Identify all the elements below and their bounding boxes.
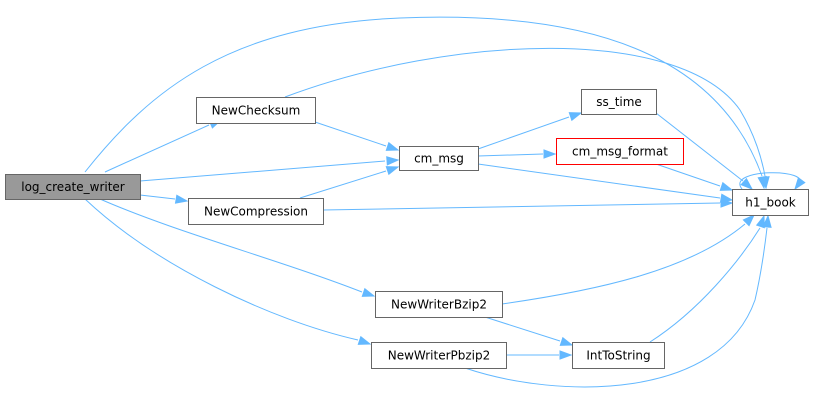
node-cm_msg[interactable]: cm_msg — [399, 146, 479, 171]
arrowhead-icon — [386, 156, 400, 166]
edge-line — [477, 116, 570, 150]
node-label: NewWriterPbzip2 — [388, 349, 491, 363]
edge-log_create_writer-to-NewWriterPbzip2 — [84, 198, 372, 345]
node-NewChecksum[interactable]: NewChecksum — [196, 97, 316, 124]
edge-NewChecksum-to-cm_msg — [314, 121, 400, 151]
arrowhead-icon — [559, 336, 574, 346]
edge-NewCompression-to-cm_msg — [299, 166, 400, 199]
arrowhead-icon — [385, 166, 400, 176]
edge-log_create_writer-to-cm_msg — [139, 156, 400, 182]
node-NewWriterBzip2[interactable]: NewWriterBzip2 — [375, 291, 503, 318]
edge-line — [655, 112, 744, 182]
edge-line — [84, 198, 359, 341]
edges-layer — [84, 16, 806, 388]
edge-IntToString-to-h1_book — [649, 214, 765, 343]
node-label: ss_time — [596, 95, 642, 109]
edge-cm_msg-to-ss_time — [477, 112, 583, 150]
arrowhead-icon — [568, 112, 583, 122]
node-label: cm_msg_format — [572, 145, 668, 159]
arrowhead-icon — [559, 350, 573, 360]
node-label: IntToString — [586, 349, 650, 363]
edge-line — [501, 223, 746, 305]
arrowhead-icon — [174, 194, 189, 204]
nodes-layer: log_create_writer NewChecksum cm_msg ss_tim… — [5, 89, 809, 369]
arrowhead-icon — [755, 214, 765, 229]
edge-line — [299, 170, 387, 199]
arrowhead-icon — [760, 176, 770, 190]
node-box[interactable] — [371, 342, 507, 369]
edge-line — [284, 47, 766, 177]
edge-line — [84, 16, 763, 177]
node-h1_book[interactable]: h1_book — [732, 189, 809, 216]
arrowhead-icon — [719, 181, 734, 191]
edge-cm_msg-to-h1_book — [477, 163, 734, 203]
arrowhead-icon — [385, 141, 400, 151]
edge-ss_time-to-h1_book — [655, 112, 754, 190]
edge-line — [655, 163, 721, 187]
node-IntToString[interactable]: IntToString — [572, 342, 665, 369]
edge-NewWriterPbzip2-to-IntToString — [506, 350, 573, 360]
node-label: log_create_writer — [21, 180, 125, 194]
edge-line — [99, 198, 363, 293]
node-label: NewCompression — [204, 205, 308, 219]
edge-line — [322, 202, 721, 211]
edge-NewWriterPbzip2-to-h1_book — [464, 214, 772, 388]
edge-NewWriterBzip2-to-IntToString — [484, 316, 574, 346]
arrowhead-icon — [762, 214, 772, 228]
node-NewCompression[interactable]: NewCompression — [188, 198, 324, 225]
arrowhead-icon — [740, 177, 754, 190]
arrowhead-icon — [720, 198, 734, 208]
node-NewWriterPbzip2[interactable]: NewWriterPbzip2 — [371, 342, 507, 369]
arrowhead-icon — [543, 149, 557, 159]
node-label: NewChecksum — [212, 104, 301, 118]
node-box[interactable] — [581, 89, 657, 115]
edge-line — [314, 121, 387, 147]
node-box[interactable] — [196, 97, 316, 124]
edge-line — [477, 163, 721, 199]
node-box[interactable] — [188, 198, 324, 225]
node-box[interactable] — [399, 146, 479, 171]
node-box[interactable] — [556, 138, 684, 165]
edge-NewChecksum-to-h1_book — [284, 47, 770, 190]
edge-log_create_writer-to-NewChecksum — [104, 119, 223, 173]
node-cm_msg_format[interactable]: cm_msg_format — [556, 138, 684, 165]
edge-NewCompression-to-h1_book — [322, 198, 734, 211]
edge-line — [649, 227, 761, 343]
edge-h1_book-to-h1_book — [739, 172, 806, 191]
edge-line — [464, 227, 768, 388]
node-label: cm_msg — [414, 152, 464, 166]
edge-cm_msg-to-cm_msg_format — [477, 149, 557, 159]
arrowhead-icon — [361, 287, 376, 297]
node-log_create_writer[interactable]: log_create_writer — [5, 174, 141, 200]
node-ss_time[interactable]: ss_time — [581, 89, 657, 115]
node-box[interactable] — [732, 189, 809, 216]
edge-log_create_writer-to-NewCompression — [139, 194, 189, 204]
edge-line — [139, 194, 176, 200]
node-label: NewWriterBzip2 — [391, 298, 487, 312]
edge-line — [477, 153, 544, 157]
node-box[interactable] — [5, 174, 141, 200]
node-box[interactable] — [572, 342, 665, 369]
arrowhead-icon — [794, 176, 806, 191]
edge-line — [139, 160, 386, 182]
arrowhead-icon — [742, 213, 756, 227]
arrowhead-icon — [357, 335, 372, 345]
edge-NewWriterBzip2-to-h1_book — [501, 213, 756, 305]
edge-line — [484, 316, 561, 342]
node-box[interactable] — [375, 291, 503, 318]
node-label: h1_book — [745, 196, 796, 210]
edge-cm_msg_format-to-h1_book — [655, 163, 734, 191]
edge-log_create_writer-to-NewWriterBzip2 — [99, 198, 376, 297]
edge-line — [104, 124, 210, 173]
